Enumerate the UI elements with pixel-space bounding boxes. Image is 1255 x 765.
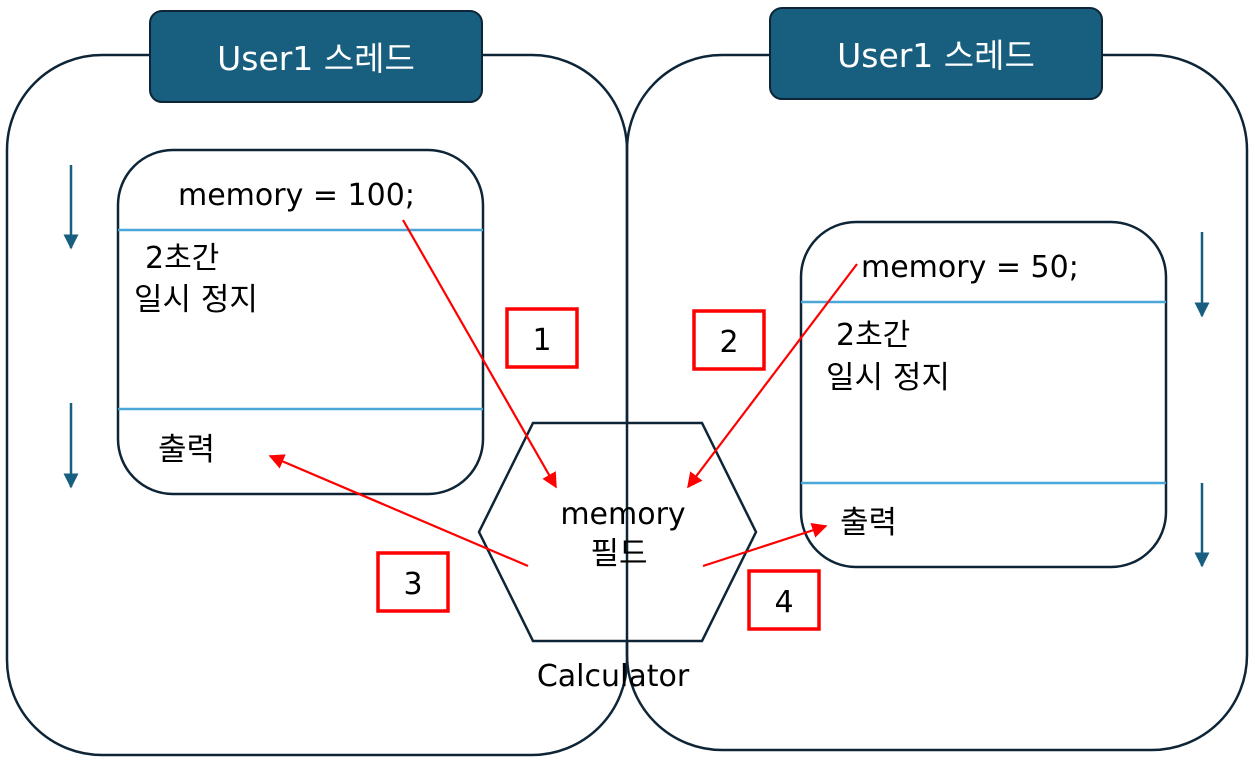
order-box-2 bbox=[692, 309, 766, 371]
thread-1-header bbox=[149, 10, 483, 103]
calculator-label: Calculator bbox=[537, 659, 690, 694]
thread-2-print: 출력 bbox=[840, 505, 897, 541]
memory-field-label-line2: 필드 bbox=[590, 536, 647, 572]
thread-2-assign-statement: memory = 50; bbox=[861, 250, 1079, 285]
access-arrow-2 bbox=[687, 263, 858, 489]
access-arrow-4 bbox=[702, 522, 828, 568]
thread-2-code-block bbox=[799, 220, 1168, 569]
thread-1-pause-line1: 2초간 bbox=[145, 241, 219, 276]
order-box-1 bbox=[505, 307, 579, 369]
shared-object-hexagon bbox=[477, 421, 758, 643]
thread-1-header-label: User1 스레드 bbox=[217, 39, 415, 78]
thread-1-container bbox=[5, 53, 629, 757]
order-label-2: 2 bbox=[719, 325, 738, 360]
access-arrow-3 bbox=[268, 454, 529, 568]
order-label-1: 1 bbox=[532, 323, 551, 358]
thread-1-pause-line2: 일시 정지 bbox=[134, 282, 258, 318]
thread-1-assign-statement: memory = 100; bbox=[178, 178, 415, 213]
order-label-3: 3 bbox=[403, 567, 422, 602]
order-box-4 bbox=[747, 569, 821, 631]
memory-field-label-line1: memory bbox=[560, 497, 685, 532]
access-arrow-1 bbox=[402, 219, 557, 489]
thread-2-container bbox=[625, 53, 1249, 752]
thread-2-pause-line1: 2초간 bbox=[836, 318, 910, 353]
thread-1-code-block bbox=[116, 148, 485, 496]
thread-2-header-label: User1 스레드 bbox=[837, 36, 1035, 75]
order-box-3 bbox=[376, 551, 450, 613]
thread-2-pause-line2: 일시 정지 bbox=[826, 360, 950, 396]
order-label-4: 4 bbox=[774, 585, 793, 620]
thread-1-print: 출력 bbox=[158, 432, 215, 468]
thread-2-header bbox=[769, 7, 1103, 100]
